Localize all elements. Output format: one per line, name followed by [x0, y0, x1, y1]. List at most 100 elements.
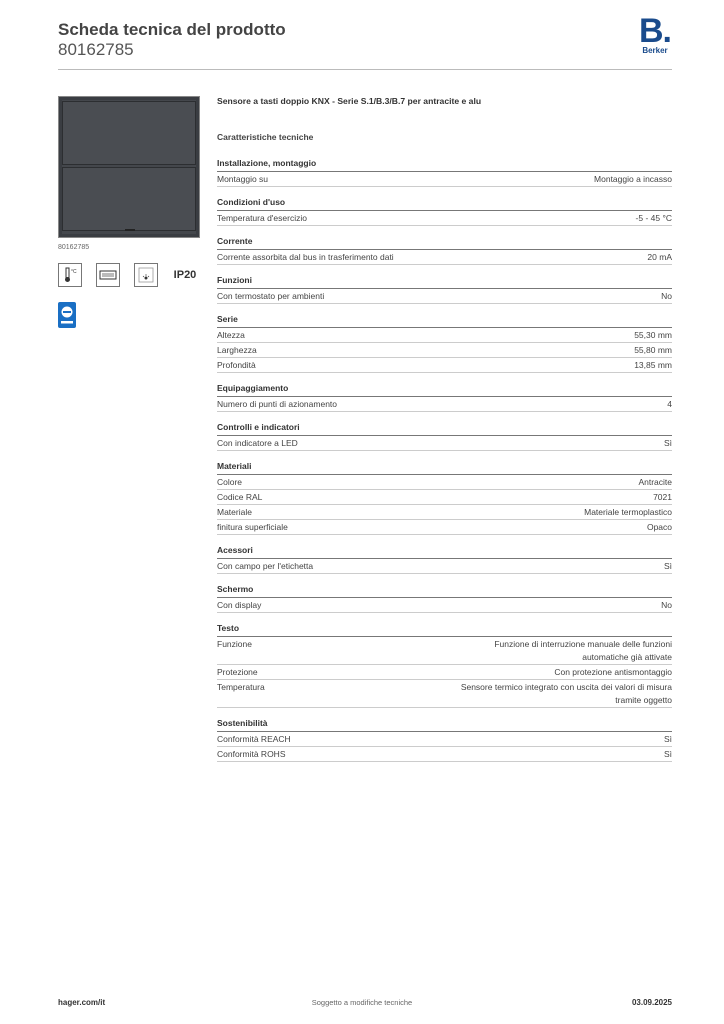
- spec-row: Altezza 55,30 mm: [217, 328, 672, 343]
- spec-row: Larghezza 55,80 mm: [217, 343, 672, 358]
- spec-label: Temperatura: [217, 682, 265, 692]
- spec-value: Sì: [663, 749, 672, 759]
- knx-icon: [58, 302, 76, 328]
- spec-value: -5 - 45 °C: [635, 213, 672, 223]
- spec-value: No: [661, 600, 672, 610]
- spec-value: Funzione di interruzione manuale delle f…: [494, 639, 672, 662]
- svg-text:°C: °C: [71, 269, 77, 275]
- spec-value: Sensore termico integrato con uscita dei…: [460, 682, 672, 705]
- spec-row: Con termostato per ambienti No: [217, 289, 672, 304]
- spec-row: Temperatura d'esercizio -5 - 45 °C: [217, 211, 672, 226]
- section-title: Equipaggiamento: [217, 383, 672, 397]
- tech-title: Caratteristiche tecniche: [217, 132, 314, 142]
- product-rocker-top: [62, 101, 196, 165]
- ip-rating-icon: IP20: [173, 269, 197, 281]
- spec-label: Funzione: [217, 639, 252, 649]
- spec-value: Montaggio a incasso: [594, 174, 672, 184]
- spec-row: Funzione Funzione di interruzione manuale…: [217, 637, 672, 665]
- section-title: Corrente: [217, 236, 672, 250]
- section-title: Serie: [217, 314, 672, 328]
- spec-value: 4: [667, 399, 672, 409]
- spec-row: Temperatura Sensore termico integrato con…: [217, 680, 672, 708]
- spec-label: Temperatura d'esercizio: [217, 213, 307, 223]
- spec-label: Conformità REACH: [217, 734, 291, 744]
- spec-value: 20 mA: [647, 252, 672, 262]
- spec-row: Corrente assorbita dal bus in trasferime…: [217, 250, 672, 265]
- spec-label: Con campo per l'etichetta: [217, 561, 314, 571]
- section-title: Condizioni d'uso: [217, 197, 672, 211]
- spec-row: Profondità 13,85 mm: [217, 358, 672, 373]
- spec-label: Con indicatore a LED: [217, 438, 298, 448]
- spec-label: Altezza: [217, 330, 245, 340]
- spec-row: Con display No: [217, 598, 672, 613]
- header-divider: [58, 69, 672, 70]
- spec-label: Numero di punti di azionamento: [217, 399, 338, 409]
- spec-label: Montaggio su: [217, 174, 269, 184]
- thermometer-icon: °C: [58, 263, 82, 287]
- product-rocker-bottom: [62, 167, 196, 231]
- berker-logo-text: Berker: [642, 46, 668, 55]
- spec-label: Corrente assorbita dal bus in trasferime…: [217, 252, 394, 262]
- feature-icons: °C IP20: [58, 263, 198, 287]
- spec-row: Con campo per l'etichetta Sì: [217, 559, 672, 574]
- section-title: Schermo: [217, 584, 672, 598]
- spec-label: Codice RAL: [217, 492, 263, 502]
- display-icon: [96, 263, 120, 287]
- spec-row: Con indicatore a LED Sì: [217, 436, 672, 451]
- spec-label: Larghezza: [217, 345, 257, 355]
- spec-value: Con protezione antismontaggio: [554, 667, 672, 677]
- product-name: Sensore a tasti doppio KNX - Serie S.1/B…: [217, 96, 482, 106]
- spec-row: Colore Antracite: [217, 475, 672, 490]
- section-title: Controlli e indicatori: [217, 422, 672, 436]
- product-led: [125, 229, 135, 231]
- page-title: Scheda tecnica del prodotto: [58, 20, 286, 39]
- spec-row: Montaggio su Montaggio a incasso: [217, 172, 672, 187]
- spec-content: Sensore a tasti doppio KNX - Serie S.1/B…: [217, 96, 672, 772]
- spec-value: Materiale termoplastico: [584, 507, 672, 517]
- spec-label: Con display: [217, 600, 262, 610]
- spec-value: 13,85 mm: [634, 360, 672, 370]
- product-image: [58, 96, 200, 238]
- spec-value: 55,80 mm: [634, 345, 672, 355]
- page-header: Scheda tecnica del prodotto 80162785: [58, 20, 286, 60]
- footer-date: 03.09.2025: [631, 998, 672, 1007]
- spec-value: Antracite: [638, 477, 672, 487]
- spec-label: Protezione: [217, 667, 258, 677]
- berker-logo: B. Berker: [638, 12, 672, 56]
- spec-value: Opaco: [646, 522, 672, 532]
- spec-value: No: [661, 291, 672, 301]
- section-title: Sostenibilità: [217, 718, 672, 732]
- section-title: Installazione, montaggio: [217, 158, 672, 172]
- spec-value: Sì: [663, 561, 672, 571]
- spec-label: Conformità ROHS: [217, 749, 286, 759]
- spec-row: Numero di punti di azionamento 4: [217, 397, 672, 412]
- spec-label: Colore: [217, 477, 243, 487]
- section-title: Funzioni: [217, 275, 672, 289]
- berker-logo-mark: B.: [638, 12, 672, 50]
- section-title: Acessori: [217, 545, 672, 559]
- spec-value: 55,30 mm: [634, 330, 672, 340]
- spec-row: Conformità REACH Sì: [217, 732, 672, 747]
- spec-row: Protezione Con protezione antismontaggio: [217, 665, 672, 680]
- led-indicator-icon: [134, 263, 158, 287]
- spec-value: Sì: [663, 734, 672, 744]
- section-title: Materiali: [217, 461, 672, 475]
- spec-value: Sì: [663, 438, 672, 448]
- spec-label: Profondità: [217, 360, 256, 370]
- spec-value: 7021: [653, 492, 672, 502]
- section-title: Testo: [217, 623, 672, 637]
- spec-label: Con termostato per ambienti: [217, 291, 325, 301]
